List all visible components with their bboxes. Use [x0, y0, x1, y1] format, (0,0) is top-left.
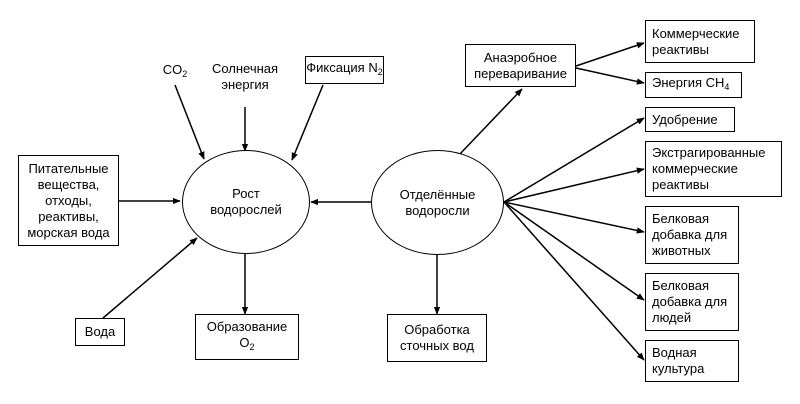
o2-formation-box: Образование O2 — [195, 314, 299, 360]
arrow-co2-to-growth — [174, 84, 205, 160]
arrow-separated-to-protein-animals — [503, 201, 645, 234]
n2-fixation-label: Фиксация N2 — [306, 60, 383, 77]
arrow-separated-to-fertilizer — [503, 117, 645, 203]
protein-animals-label: Белковая добавка для животных — [652, 211, 728, 258]
o2-formation-line1: Образование — [206, 319, 288, 334]
algae-growth-label: Рост водорослей — [210, 186, 282, 217]
wastewater-label: Обработка сточных вод — [400, 322, 474, 353]
anaerobic-box: Анаэробное переваривание — [465, 44, 576, 87]
n2-fixation-box: Фиксация N2 — [305, 56, 384, 84]
arrow-separated-to-anaerobic — [458, 88, 523, 156]
separated-algae-node: Отделённые водоросли — [371, 150, 504, 255]
sunlight-label: Солнечная энергия — [211, 61, 279, 92]
arrow-anaerobic-to-energy — [575, 67, 645, 85]
extracted-reagents-label: Экстрагированные коммерческие реактивы — [652, 145, 766, 192]
wastewater-box: Обработка сточных вод — [387, 314, 487, 362]
nutrients-box: Питательные вещества, отходы, реактивы, … — [18, 155, 119, 246]
energy-ch4-box: Энергия CH4 — [645, 72, 742, 98]
nutrients-label: Питательные вещества, отходы, реактивы, … — [27, 160, 110, 240]
arrow-separated-to-aquaculture — [503, 201, 645, 361]
water-label: Вода — [84, 324, 116, 339]
arrow-n2fix-to-growth — [291, 84, 324, 161]
separated-algae-label: Отделённые водоросли — [399, 186, 476, 218]
commercial-reagents-label: Коммерческие реактивы — [652, 25, 740, 57]
energy-ch4-label: Энергия CH4 — [652, 75, 730, 92]
anaerobic-label: Анаэробное переваривание — [474, 49, 567, 81]
extracted-reagents-box: Экстрагированные коммерческие реактивы — [645, 141, 782, 197]
commercial-reagents-box: Коммерческие реактивы — [645, 20, 755, 63]
fertilizer-box: Удобрение — [645, 107, 735, 132]
o2-formation-line2: O2 — [239, 335, 255, 352]
aquaculture-box: Водная культура — [645, 340, 739, 382]
arrow-anaerobic-to-commercial — [575, 42, 645, 67]
protein-humans-label: Белковая добавка для людей — [652, 278, 728, 325]
arrow-separated-to-extracted — [503, 167, 645, 203]
algae-growth-node: Рост водорослей — [182, 150, 310, 254]
arrow-water-to-growth — [102, 237, 198, 319]
protein-animals-box: Белковая добавка для животных — [645, 206, 739, 264]
protein-humans-box: Белковая добавка для людей — [645, 273, 739, 331]
aquaculture-label: Водная культура — [652, 345, 705, 376]
water-box: Вода — [75, 318, 125, 346]
fertilizer-label: Удобрение — [652, 111, 718, 127]
co2-label: CO2 — [162, 62, 188, 79]
arrow-separated-to-protein-humans — [503, 201, 645, 301]
